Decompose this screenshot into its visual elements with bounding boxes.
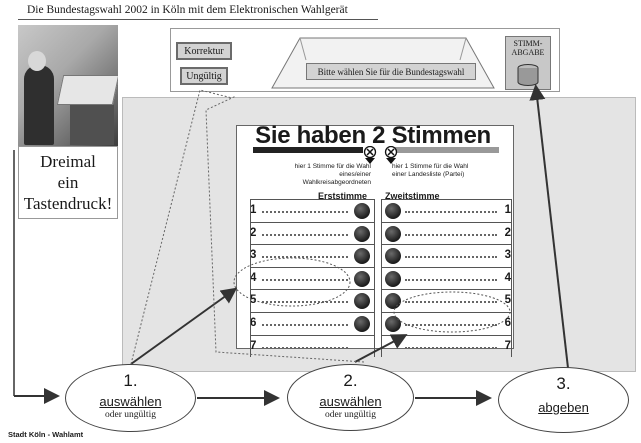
cross-marker-icon (384, 146, 398, 164)
erststimme-rows: 1 2 3 4 5 6 7 (250, 199, 374, 357)
party-line (405, 278, 497, 281)
ballot-row: 3 (250, 244, 374, 267)
candidate-line (262, 211, 348, 213)
party-line (405, 301, 497, 304)
ballot-border-line (250, 199, 251, 357)
candidate-line (262, 346, 348, 349)
candidate-line (262, 301, 348, 304)
row-number: 7 (504, 339, 511, 352)
vote-button[interactable] (385, 315, 401, 332)
erststimme-bar (253, 147, 363, 153)
row-number: 4 (504, 271, 511, 284)
ballot-box-icon (517, 64, 539, 86)
ballot-center-line (381, 199, 382, 357)
vote-button[interactable] (385, 293, 401, 310)
vote-button[interactable] (354, 225, 370, 242)
vote-button[interactable] (385, 248, 401, 265)
ballot-row: 6 (250, 311, 374, 335)
step-action: auswählen (99, 394, 162, 409)
title-rule (18, 19, 378, 20)
ballot-center-line (374, 199, 375, 357)
party-line (405, 211, 497, 213)
stimmabgabe-button[interactable] (505, 36, 551, 90)
machine-screen (56, 75, 118, 105)
step-number: 1. (123, 371, 138, 390)
ballot-row: 3 (381, 244, 511, 267)
ballot-row: 1 (381, 199, 511, 222)
ballot-row: 1 (250, 199, 374, 222)
vote-button[interactable] (354, 270, 370, 287)
vote-button[interactable] (354, 315, 370, 332)
ballot-row: 7 (381, 334, 511, 358)
three-presses-note: Dreimal ein Tastendruck! (18, 146, 118, 219)
zweitstimme-instruction: hier 1 Stimme für die Wahl einer Landesl… (392, 163, 469, 179)
machine-stand (70, 105, 114, 145)
party-line (405, 256, 497, 259)
vote-button[interactable] (354, 248, 370, 265)
vote-button[interactable] (385, 203, 401, 219)
ballot-row: 6 (381, 311, 511, 335)
voter-head (28, 51, 46, 71)
ballot-row: 4 (381, 266, 511, 290)
party-line (405, 346, 497, 349)
voting-machine-photo (18, 25, 118, 146)
vote-button[interactable] (354, 293, 370, 310)
ballot-hint-display: Bitte wählen Sie für die Bundestagswahl (306, 63, 476, 80)
step-action: auswählen (319, 394, 382, 409)
step-option: oder ungültig (325, 410, 376, 420)
step-number: 3. (556, 374, 571, 393)
step-1: 1. auswählen oder ungültig (65, 364, 196, 432)
vote-button[interactable] (385, 225, 401, 242)
page-title: Die Bundestagswahl 2002 in Köln mit dem … (27, 4, 348, 16)
step-option: oder ungültig (105, 410, 156, 420)
vote-button[interactable] (354, 203, 370, 219)
zweitstimme-bar (393, 147, 499, 153)
row-number: 3 (504, 249, 511, 262)
ballot-row: 5 (381, 289, 511, 312)
cross-marker-icon (363, 146, 377, 164)
candidate-line (262, 256, 348, 259)
party-line (405, 233, 497, 236)
candidate-line (262, 278, 348, 281)
step-number: 2. (343, 371, 358, 390)
zweitstimme-rows: 1 2 3 4 5 6 7 (381, 199, 511, 357)
ballot-row: 2 (381, 221, 511, 245)
erststimme-instruction: hier 1 Stimme für die Wahl eines/einer W… (294, 163, 371, 187)
candidate-line (262, 323, 348, 326)
step-2: 2. auswählen oder ungültig (287, 364, 414, 431)
zweitstimme-header: Zweitstimme (385, 191, 440, 201)
ballot-row: 7 (250, 334, 374, 358)
ungueltig-button[interactable]: Ungültig (180, 67, 228, 85)
party-line (405, 323, 497, 326)
step-action: abgeben (538, 400, 589, 415)
footer-credit: Stadt Köln - Wahlamt (8, 430, 84, 439)
vote-button[interactable] (385, 270, 401, 287)
stimmabgabe-label: STIMM- ABGABE (511, 39, 545, 57)
ballot-row: 5 (250, 289, 374, 312)
voter-figure (24, 65, 54, 145)
ballot-row: 2 (250, 221, 374, 245)
candidate-line (262, 233, 348, 236)
row-number: 2 (504, 226, 511, 239)
korrektur-button[interactable]: Korrektur (176, 42, 232, 60)
row-number: 1 (504, 204, 511, 216)
step-3: 3. abgeben (498, 367, 629, 433)
ballot-row: 4 (250, 266, 374, 290)
ballot-border-line (511, 199, 512, 357)
